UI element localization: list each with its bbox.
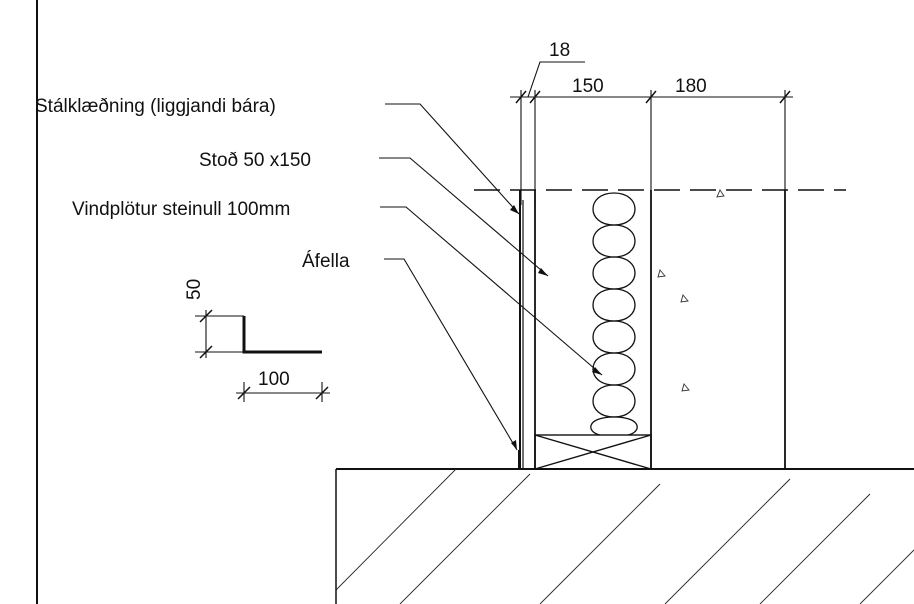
dimension-18: 18 bbox=[549, 40, 570, 61]
leader-cladding bbox=[385, 103, 520, 215]
dimension-180: 180 bbox=[675, 76, 707, 97]
label-cladding: Stálklæðning (liggjandi bára) bbox=[35, 96, 276, 117]
leader-stud bbox=[379, 157, 549, 277]
label-wind-board: Vindplötur steinull 100mm bbox=[72, 199, 290, 220]
stud-post bbox=[534, 190, 652, 469]
floor-slab bbox=[335, 468, 914, 604]
bottom-plate bbox=[534, 434, 652, 470]
leader-lines bbox=[379, 103, 603, 451]
leader-flashing bbox=[384, 258, 518, 451]
dimension-50: 50 bbox=[184, 279, 205, 300]
leader-wind-board bbox=[380, 206, 603, 376]
dimension-chain-top bbox=[510, 61, 793, 205]
steel-cladding bbox=[519, 190, 524, 469]
flashing-angle-symbol bbox=[195, 309, 330, 402]
flashing-detail bbox=[518, 450, 523, 470]
aggregate-marks bbox=[657, 189, 725, 392]
label-stud: Stoð 50 x150 bbox=[199, 150, 311, 171]
dimension-100: 100 bbox=[258, 369, 290, 390]
concrete-hatch bbox=[336, 469, 914, 604]
insulation-wool bbox=[590, 192, 638, 436]
dimension-150: 150 bbox=[572, 76, 604, 97]
leader-arrowheads bbox=[510, 205, 602, 450]
label-flashing: Áfella bbox=[302, 251, 350, 272]
